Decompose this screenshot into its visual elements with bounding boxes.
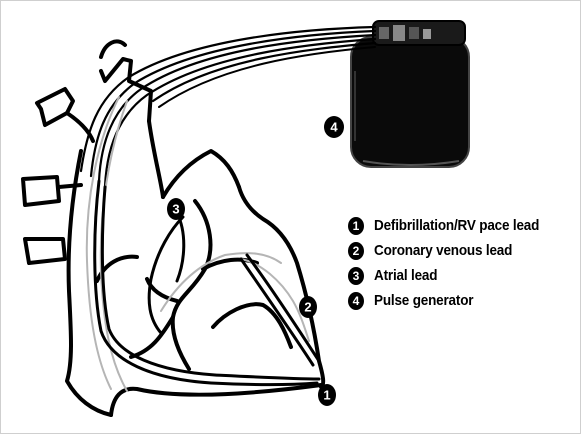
- legend-item-coronary-lead: 2 Coronary venous lead: [348, 238, 558, 263]
- legend-item-atrial-lead: 3 Atrial lead: [348, 263, 558, 288]
- legend-badge: 4: [348, 292, 364, 310]
- svg-text:2: 2: [304, 300, 311, 315]
- legend: 1 Defibrillation/RV pace lead 2 Coronary…: [348, 213, 558, 313]
- legend-item-generator: 4 Pulse generator: [348, 288, 558, 313]
- legend-badge: 3: [348, 267, 364, 285]
- svg-text:1: 1: [323, 388, 330, 403]
- legend-badge: 2: [348, 242, 364, 260]
- svg-text:4: 4: [330, 120, 338, 135]
- legend-label: Atrial lead: [374, 267, 437, 284]
- svg-text:3: 3: [172, 202, 179, 217]
- legend-label: Pulse generator: [374, 292, 473, 309]
- callout-generator: 4: [324, 116, 344, 138]
- callout-atrial-lead: 3: [167, 198, 185, 220]
- legend-badge: 1: [348, 217, 364, 235]
- legend-label: Coronary venous lead: [374, 242, 512, 259]
- callout-defib-lead: 1: [318, 384, 336, 406]
- rv-lead-path: [95, 181, 319, 385]
- legend-label: Defibrillation/RV pace lead: [374, 217, 539, 234]
- legend-item-defib-lead: 1 Defibrillation/RV pace lead: [348, 213, 558, 238]
- callout-coronary-lead: 2: [299, 296, 317, 318]
